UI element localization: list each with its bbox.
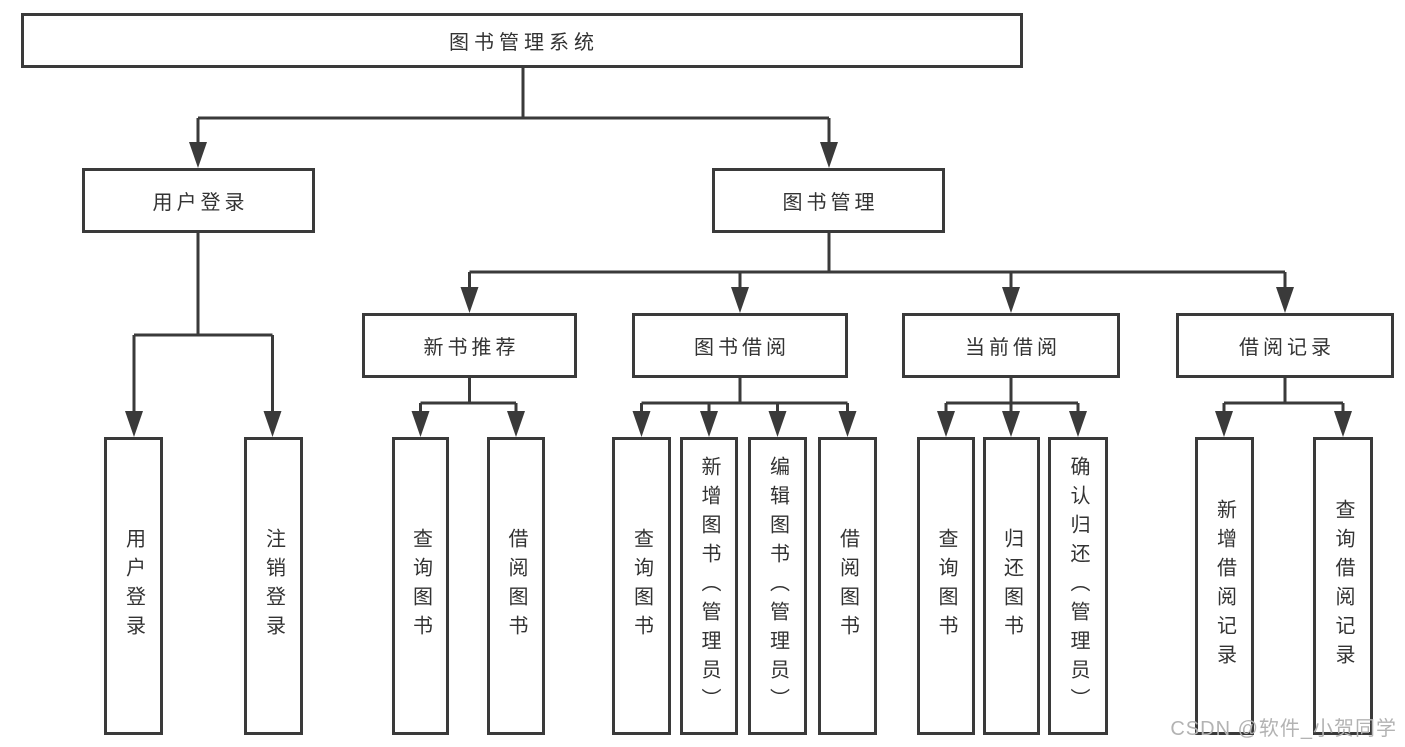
node-leaf-cb-return-books: 归还图书 (983, 437, 1040, 735)
node-label: 借阅图书 (836, 528, 859, 644)
arrowhead (700, 411, 718, 437)
arrowhead (820, 142, 838, 168)
node-leaf-cb-confirm-return-admin: 确认归还（管理员） (1048, 437, 1108, 735)
arrowhead (937, 411, 955, 437)
node-leaf-br-query-record: 查询借阅记录 (1313, 437, 1373, 735)
arrowhead (1276, 287, 1294, 313)
node-user-login: 用户登录 (82, 168, 315, 233)
node-label: 当前借阅 (965, 337, 1061, 359)
node-leaf-bb-borrow-books: 借阅图书 (818, 437, 877, 735)
node-leaf-nbr-query-books: 查询图书 (392, 437, 449, 735)
node-current-borrowing: 当前借阅 (902, 313, 1120, 378)
node-label: 借阅图书 (505, 528, 527, 644)
node-label: 查询借阅记录 (1332, 499, 1354, 673)
watermark-text: CSDN @软件_小贺同学 (1170, 718, 1397, 740)
node-borrowing-records: 借阅记录 (1176, 313, 1394, 378)
node-label: 用户登录 (152, 192, 249, 214)
node-label: 查询图书 (935, 528, 957, 644)
node-leaf-bb-query-books: 查询图书 (612, 437, 671, 735)
node-label: 图书管理 (782, 192, 879, 214)
node-leaf-nbr-borrow-books: 借阅图书 (487, 437, 545, 735)
arrowhead (838, 411, 857, 437)
node-label: 新增借阅记录 (1213, 499, 1236, 673)
arrowhead (632, 411, 651, 437)
arrowhead (411, 411, 430, 437)
node-label: 确认归还（管理员） (1067, 455, 1089, 717)
node-root: 图书管理系统 (21, 13, 1023, 68)
node-label: 编辑图书（管理员） (766, 455, 789, 717)
node-label: 借阅记录 (1239, 337, 1335, 359)
arrowhead (1215, 411, 1233, 437)
node-leaf-cb-query-books: 查询图书 (917, 437, 975, 735)
node-label: 图书借阅 (694, 337, 790, 359)
arrowhead (189, 142, 207, 168)
arrowhead (731, 287, 749, 313)
arrowhead (1002, 411, 1020, 437)
arrowhead (1334, 411, 1352, 437)
node-book-borrowing: 图书借阅 (632, 313, 848, 378)
node-label: 新书推荐 (423, 337, 520, 359)
arrowhead (507, 411, 525, 437)
node-label: 图书管理系统 (449, 32, 599, 54)
node-leaf-bb-add-book-admin: 新增图书（管理员） (680, 437, 738, 735)
node-label: 注销登录 (262, 528, 285, 644)
node-leaf-logout: 注销登录 (244, 437, 303, 735)
arrowhead (1002, 287, 1020, 313)
node-leaf-user-login: 用户登录 (104, 437, 163, 735)
node-leaf-br-add-record: 新增借阅记录 (1195, 437, 1254, 735)
node-label: 归还图书 (1000, 528, 1023, 644)
arrowhead (263, 411, 282, 437)
arrowhead (1069, 411, 1087, 437)
node-label: 查询图书 (630, 528, 653, 644)
arrowhead (460, 287, 479, 313)
node-book-management: 图书管理 (712, 168, 945, 233)
arrowhead (125, 411, 143, 437)
arrowhead (768, 411, 787, 437)
node-leaf-bb-edit-book-admin: 编辑图书（管理员） (748, 437, 807, 735)
node-label: 新增图书（管理员） (698, 455, 720, 717)
node-label: 查询图书 (409, 528, 432, 644)
node-label: 用户登录 (122, 528, 145, 644)
node-new-book-recommend: 新书推荐 (362, 313, 577, 378)
